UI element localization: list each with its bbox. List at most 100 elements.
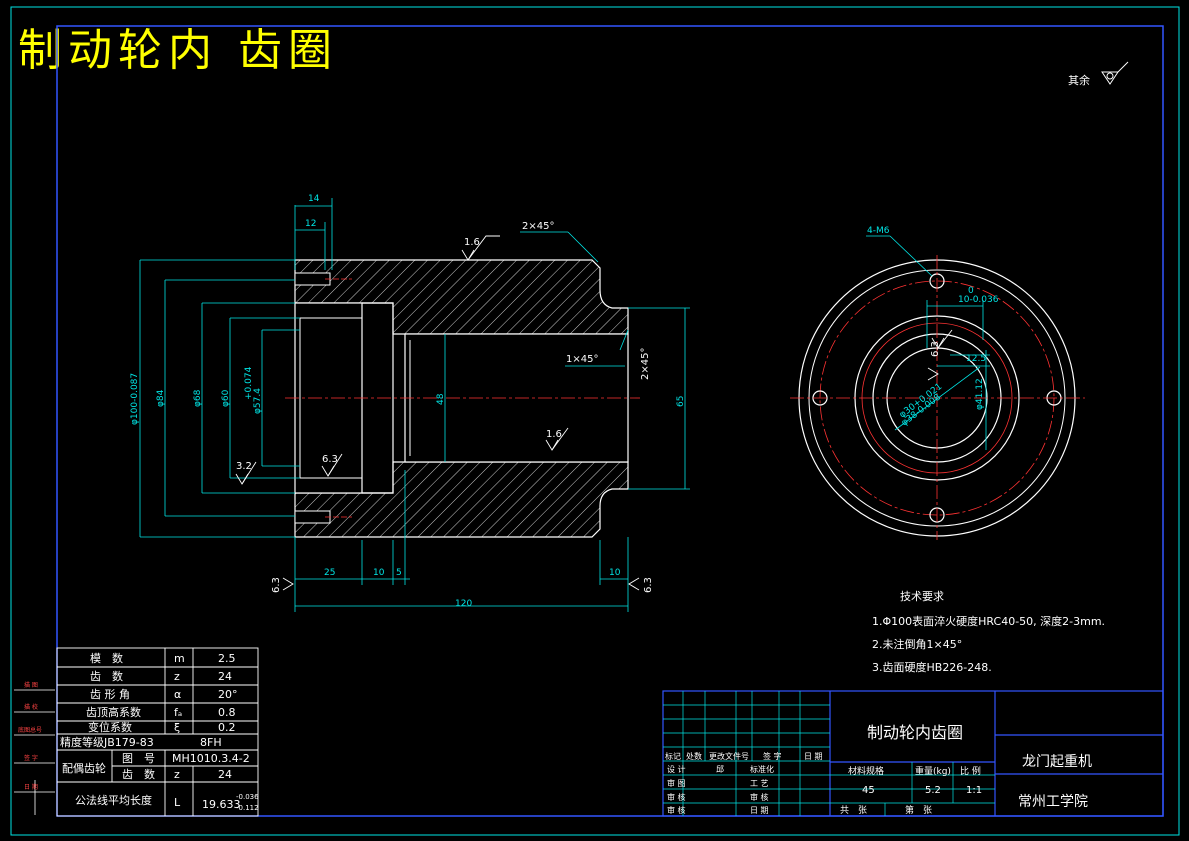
title-block — [662, 690, 1164, 817]
gear-grade-label: 精度等级JB179-83 — [60, 735, 154, 749]
gear-grade-value: 8FH — [200, 736, 222, 749]
tb-review: 审 核 — [667, 792, 686, 802]
tb-school: 常州工学院 — [1018, 794, 1088, 810]
dim-chamfer-1x45: 1×45° — [566, 354, 598, 365]
tb-rev-h2: 处数 — [686, 751, 702, 761]
gear-teeth-sym: z — [174, 768, 180, 781]
tech-item-3: 3.齿面硬度HB226-248. — [872, 660, 992, 674]
gear-row-3-sym: α — [174, 688, 181, 701]
roughness-3-2: 3.2 — [236, 461, 252, 472]
roughness-1-6-bore: 1.6 — [546, 429, 562, 440]
dim-chamfer-2x45: 2×45° — [522, 221, 554, 232]
gear-row-3-name: 齿 形 角 — [90, 688, 130, 701]
roughness-6-3-d: 6.3 — [930, 341, 941, 357]
tb-std2: 审 核 — [750, 792, 769, 802]
gear-row-4-val: 0.8 — [218, 706, 236, 719]
title-block-text: 制动轮内齿圈 龙门起重机 常州工学院 材料规格 重量(kg) 比 例 45 5.… — [665, 723, 1092, 816]
dimension-lines — [139, 198, 690, 612]
dim-4-m6: 4-M6 — [867, 226, 890, 236]
margin-label-2: 描 校 — [24, 703, 38, 711]
gear-row-3-val: 20° — [218, 688, 238, 701]
gear-table-text: 模 数 m 2.5 齿 数 z 24 齿 形 角 α 20° 齿顶高系数 fₐ … — [60, 652, 259, 812]
outer-border — [10, 6, 1180, 836]
roughness-6-3-b: 6.3 — [271, 577, 282, 593]
tb-machine: 龙门起重机 — [1022, 754, 1092, 770]
inner-border — [56, 25, 1164, 817]
gear-row-5-sym: ξ — [174, 721, 180, 734]
dim-12-5: 12.5 — [966, 354, 986, 364]
dim-65: 65 — [676, 396, 686, 407]
dim-14: 14 — [308, 194, 320, 204]
title-block-grid — [663, 691, 995, 816]
gear-row-2-val: 24 — [218, 670, 232, 683]
tb-mass: 5.2 — [925, 785, 941, 796]
end-view — [790, 255, 1085, 540]
tb-rev-h5: 日 期 — [804, 752, 823, 761]
dim-phi100: φ100-0.087 — [130, 373, 140, 425]
dim-phi84: φ84 — [156, 389, 166, 407]
gear-row-1-val: 2.5 — [218, 652, 236, 665]
dim-5: 5 — [396, 568, 402, 578]
dim-chamfer-2x45-b: 2×45° — [640, 348, 651, 380]
gear-drawing-no: MH1010.3.4-2 — [172, 752, 250, 765]
dim-12: 12 — [305, 219, 316, 229]
dim-phi60: φ60 — [221, 389, 231, 407]
margin-label-5: 日 期 — [24, 783, 38, 791]
tb-part-name: 制动轮内齿圈 — [867, 723, 963, 742]
end-view-dimensions — [866, 235, 990, 450]
gear-row-4-sym: fₐ — [174, 706, 182, 719]
roughness-symbols — [235, 235, 640, 591]
dim-phi41-12: φ41.12 — [975, 378, 985, 410]
page-title: 制动轮内 齿圈 — [18, 25, 338, 76]
dim-key-width: 10-0.036 — [958, 295, 999, 305]
margin-label-4: 签 字 — [24, 754, 38, 762]
dim-key-width-upper: 0 — [968, 286, 974, 296]
dim-phi68: φ68 — [193, 389, 203, 407]
tb-scale-label: 比 例 — [960, 765, 981, 777]
dim-phi57-4: φ57.4 — [253, 388, 263, 414]
gear-row-2-sym: z — [174, 670, 180, 683]
tech-item-2: 2.未注倒角1×45° — [872, 637, 962, 651]
gear-table — [56, 647, 259, 817]
gear-span-sym: L — [174, 796, 181, 809]
tb-proc: 工 艺 — [750, 779, 769, 788]
tech-heading: 技术要求 — [900, 590, 944, 603]
dim-25: 25 — [324, 568, 335, 578]
margin-stamp — [14, 689, 55, 815]
gear-span-label: 公法线平均长度 — [75, 793, 152, 807]
tb-rev-h3: 更改文件号 — [709, 751, 749, 761]
tb-date: 日 期 — [750, 806, 769, 815]
dim-48: 48 — [436, 393, 446, 405]
tb-sheets-total: 共 张 — [840, 805, 867, 816]
tb-sheet-no: 第 张 — [905, 804, 932, 816]
roughness-1-6-top: 1.6 — [464, 237, 480, 248]
gear-drawing-no-label: 图 号 — [122, 752, 155, 765]
dim-phi57-4-tol: +0.074 — [244, 366, 254, 400]
tech-item-1: 1.Φ100表面淬火硬度HRC40-50, 深度2-3mm. — [872, 614, 1105, 628]
gear-span-val: 19.633 — [202, 798, 241, 811]
gear-teeth-val: 24 — [218, 768, 232, 781]
section-view — [285, 259, 640, 538]
gear-mesh-label: 配偶齿轮 — [62, 761, 106, 775]
gear-row-1-name: 模 数 — [90, 652, 123, 665]
roughness-other-icon — [1101, 61, 1129, 85]
margin-label-3: 底图总号 — [18, 726, 42, 734]
gear-row-1-sym: m — [174, 652, 185, 665]
tb-design: 设 计 — [667, 764, 686, 774]
tb-check: 审 图 — [667, 778, 686, 788]
gear-row-5-val: 0.2 — [218, 721, 236, 734]
tb-rev-h4: 签 字 — [763, 751, 782, 761]
tb-material: 45 — [862, 785, 875, 796]
tb-scale: 1:1 — [966, 785, 982, 796]
end-view-roughness — [927, 329, 953, 381]
tb-standard: 标准化 — [750, 764, 774, 774]
gear-row-4-name: 齿顶高系数 — [86, 705, 141, 719]
roughness-6-3-c: 6.3 — [643, 577, 654, 593]
tb-approve2: 审 核 — [667, 805, 686, 815]
roughness-other-label: 其余 — [1068, 73, 1090, 87]
gear-span-tol-low: -0.112 — [236, 804, 259, 812]
tb-material-label: 材料规格 — [848, 765, 884, 777]
gear-row-5-name: 变位系数 — [88, 720, 132, 734]
tb-design-name: 邱 — [716, 765, 724, 774]
